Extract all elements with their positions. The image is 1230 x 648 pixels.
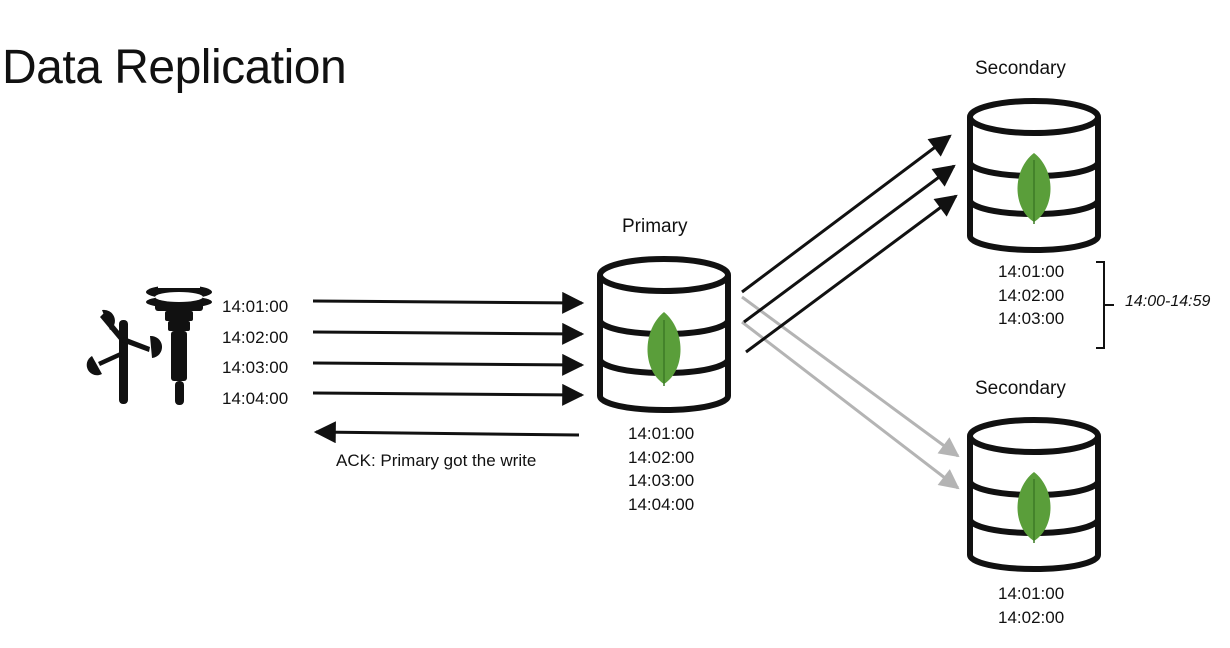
secondary-bottom-label: Secondary bbox=[975, 378, 1066, 399]
primary-timestamps: 14:01:00 14:02:00 14:03:00 14:04:00 bbox=[628, 422, 694, 516]
secondary-top-timestamp: 14:03:00 bbox=[998, 309, 1065, 328]
weather-sensor-icon bbox=[86, 285, 212, 405]
secondary-top-timestamp: 14:01:00 bbox=[998, 262, 1065, 281]
replication-arrows-pending bbox=[741, 295, 960, 490]
replication-arrow bbox=[741, 134, 952, 294]
primary-timestamp: 14:01:00 bbox=[628, 424, 695, 443]
write-timestamp: 14:04:00 bbox=[222, 389, 289, 409]
page-title: Data Replication bbox=[2, 41, 347, 94]
write-arrow bbox=[312, 291, 585, 314]
primary-timestamp: 14:04:00 bbox=[628, 494, 695, 514]
secondary-bottom-timestamp: 14:01:00 bbox=[998, 584, 1065, 603]
secondary-top-label: Secondary bbox=[975, 58, 1066, 79]
write-timestamp: 14:03:00 bbox=[222, 358, 289, 378]
ack-arrow bbox=[313, 421, 580, 444]
replication-arrow-gray bbox=[741, 320, 960, 490]
primary-timestamp: 14:03:00 bbox=[628, 471, 695, 490]
replication-arrow-gray bbox=[741, 295, 960, 458]
write-arrows bbox=[312, 291, 585, 406]
secondary-bottom-timestamp: 14:02:00 bbox=[998, 607, 1065, 627]
write-arrow bbox=[312, 353, 585, 376]
replication-arrow bbox=[745, 194, 958, 354]
primary-timestamp: 14:02:00 bbox=[628, 447, 695, 467]
secondary-top-leaf-icon bbox=[1017, 153, 1051, 224]
secondary-bottom-timestamps: 14:01:00 14:02:00 bbox=[998, 582, 1064, 629]
primary-leaf-icon bbox=[647, 312, 681, 386]
write-arrow bbox=[312, 322, 585, 345]
secondary-top-timestamp: 14:02:00 bbox=[998, 285, 1065, 305]
write-timestamp: 14:01:00 bbox=[222, 297, 289, 316]
replication-arrow bbox=[743, 164, 956, 324]
secondary-top-timestamps: 14:01:00 14:02:00 14:03:00 bbox=[998, 260, 1064, 331]
write-timestamps: 14:01:00 14:02:00 14:03:00 14:04:00 bbox=[222, 292, 288, 415]
replication-arrows bbox=[741, 134, 958, 354]
time-range-bracket bbox=[1096, 261, 1114, 349]
secondary-bottom-leaf-icon bbox=[1017, 472, 1051, 543]
time-range-label: 14:00-14:59 bbox=[1125, 293, 1211, 310]
ack-label: ACK: Primary got the write bbox=[336, 451, 537, 470]
write-arrow bbox=[312, 383, 585, 406]
write-timestamp: 14:02:00 bbox=[222, 327, 289, 347]
primary-label: Primary bbox=[622, 216, 688, 237]
